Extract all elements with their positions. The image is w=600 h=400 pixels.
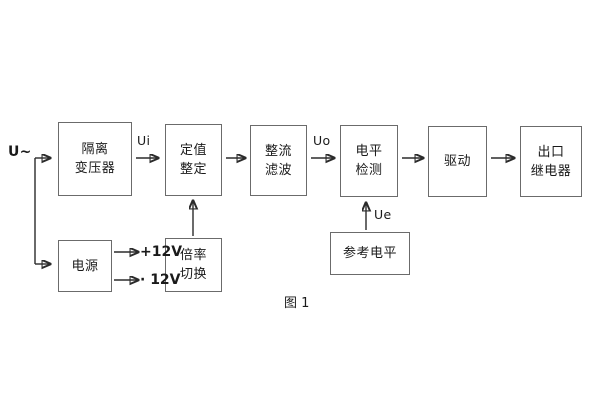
label-minus-12v: · 12V [140,272,181,288]
block-isolation-transformer[interactable]: 隔离 变压器 [58,122,132,196]
block-drive-line-1: 驱动 [443,154,471,169]
block-reference-level-line-1: 参考电平 [342,246,397,261]
block-setting-value-line-1: 定值 [179,143,207,158]
block-rectify-filter-line-2: 滤波 [264,162,292,178]
block-level-detection-line-1: 电平 [355,144,383,159]
block-level-detection-line-2: 检测 [355,163,383,178]
block-output-relay-line-2: 继电器 [530,163,572,179]
label-ui: Ui [137,133,151,148]
label-plus-12v: +12V [140,244,183,260]
block-isolation-transformer-line-1: 隔离 [81,142,109,157]
block-power-supply-line-1: 电源 [71,258,99,274]
block-drive[interactable]: 驱动 [428,126,487,197]
label-input-source: U~ [8,144,32,160]
block-setting-value[interactable]: 定值 整定 [165,124,222,196]
figure-caption: 图 1 [284,296,310,311]
block-isolation-transformer-line-2: 变压器 [74,161,116,176]
label-uo: Uo [313,133,331,148]
block-output-relay[interactable]: 出口 继电器 [520,126,582,197]
block-rectify-filter-line-1: 整流 [264,143,292,159]
block-level-detection[interactable]: 电平 检测 [340,125,398,197]
label-ue: Ue [374,207,392,222]
block-ratio-switch[interactable]: 倍率 切换 [165,238,222,292]
block-ratio-switch-line-1: 倍率 [179,248,207,263]
block-output-relay-line-1: 出口 [537,144,565,160]
block-ratio-switch-line-2: 切换 [179,267,207,282]
wire-input-split [34,158,50,264]
block-power-supply[interactable]: 电源 [58,240,112,292]
block-reference-level[interactable]: 参考电平 [330,232,410,275]
block-rectify-filter[interactable]: 整流 滤波 [250,125,307,196]
block-setting-value-line-2: 整定 [179,162,207,177]
